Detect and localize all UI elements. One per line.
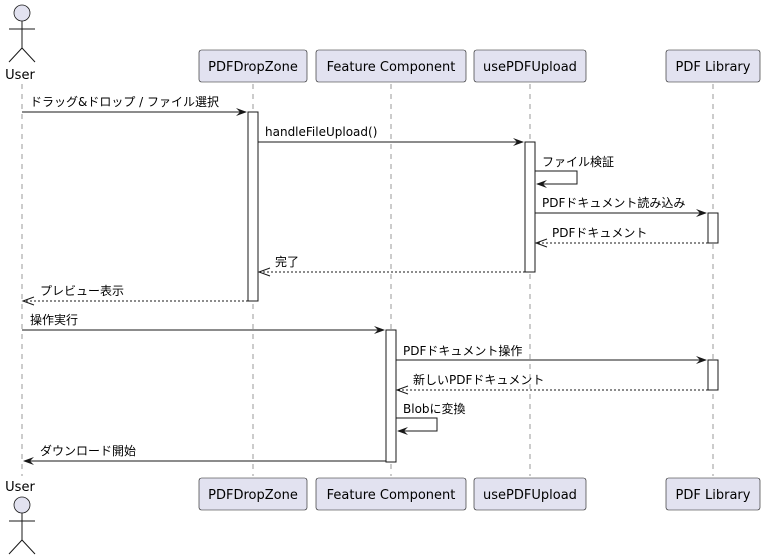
activation-upload [524, 141, 536, 273]
arrowhead-icon [236, 108, 247, 116]
message-9: PDFドキュメント操作 [396, 343, 707, 364]
svg-text:PDFドキュメント操作: PDFドキュメント操作 [403, 343, 522, 358]
message-1: ドラッグ&ドロップ / ファイル選択 [22, 95, 247, 116]
open-arrowhead-icon [257, 267, 271, 277]
participant-upload-label: usePDFUpload [483, 60, 577, 75]
participant-upload-bottom: usePDFUpload [473, 477, 587, 511]
svg-text:PDFドキュメント読み込み: PDFドキュメント読み込み [542, 195, 685, 210]
svg-text:handleFileUpload(): handleFileUpload() [265, 125, 377, 139]
participant-library-bottom: PDF Library [665, 477, 761, 511]
activation-library-2 [707, 359, 719, 391]
svg-text:完了: 完了 [275, 254, 299, 269]
participant-feature-bottom: Feature Component [315, 477, 467, 511]
svg-text:PDFドキュメント: PDFドキュメント [552, 226, 647, 240]
open-arrowhead-icon [534, 238, 548, 248]
participant-feature-top: Feature Component [315, 49, 467, 83]
participant-library-label: PDF Library [676, 60, 751, 75]
arrowhead-icon [23, 457, 34, 465]
arrowhead-icon [374, 326, 385, 334]
message-11: Blobに変換 [396, 401, 466, 435]
svg-text:プレビュー表示: プレビュー表示 [40, 284, 124, 298]
message-3: ファイル検証 [535, 155, 614, 188]
activation-feature [385, 329, 397, 463]
message-10: 新しいPDFドキュメント [395, 372, 708, 395]
arrowhead-icon [696, 209, 707, 217]
actor-head-icon [13, 4, 31, 22]
actor-user-label: User [5, 68, 35, 83]
svg-text:新しいPDFドキュメント: 新しいPDFドキュメント [413, 372, 544, 387]
message-8: 操作実行 [22, 312, 385, 334]
actor-user-bottom: User [5, 480, 35, 555]
message-12: ダウンロード開始 [23, 443, 386, 465]
participant-dropzone-label: PDFDropZone [208, 488, 298, 503]
message-6: 完了 [257, 254, 525, 277]
svg-text:Blobに変換: Blobに変換 [403, 401, 466, 416]
open-arrowhead-icon [395, 385, 409, 395]
svg-text:ダウンロード開始: ダウンロード開始 [40, 443, 136, 458]
arrowhead-icon [536, 180, 547, 188]
arrowhead-icon [397, 427, 408, 435]
svg-text:操作実行: 操作実行 [30, 312, 78, 327]
actor-user-label: User [5, 480, 35, 495]
arrowhead-icon [513, 138, 524, 146]
svg-text:ファイル検証: ファイル検証 [542, 155, 614, 169]
participant-feature-label: Feature Component [327, 488, 456, 503]
message-4: PDFドキュメント読み込み [535, 195, 707, 217]
participant-feature-label: Feature Component [327, 60, 456, 75]
participant-upload-label: usePDFUpload [483, 488, 577, 503]
message-2: handleFileUpload() [258, 125, 524, 146]
svg-text:ドラッグ&ドロップ / ファイル選択: ドラッグ&ドロップ / ファイル選択 [30, 95, 219, 109]
activation-library-1 [707, 212, 719, 244]
actor-user-top: User [5, 4, 35, 83]
participant-library-top: PDF Library [665, 49, 761, 83]
open-arrowhead-icon [21, 296, 35, 306]
activation-dropzone [247, 111, 259, 302]
participant-dropzone-bottom: PDFDropZone [198, 477, 308, 511]
actor-head-icon [13, 496, 31, 514]
participant-dropzone-top: PDFDropZone [198, 49, 308, 83]
message-5: PDFドキュメント [534, 226, 708, 248]
participant-library-label: PDF Library [676, 488, 751, 503]
participant-dropzone-label: PDFDropZone [208, 60, 298, 75]
message-7: プレビュー表示 [21, 284, 248, 306]
arrowhead-icon [696, 356, 707, 364]
participant-upload-top: usePDFUpload [473, 49, 587, 83]
